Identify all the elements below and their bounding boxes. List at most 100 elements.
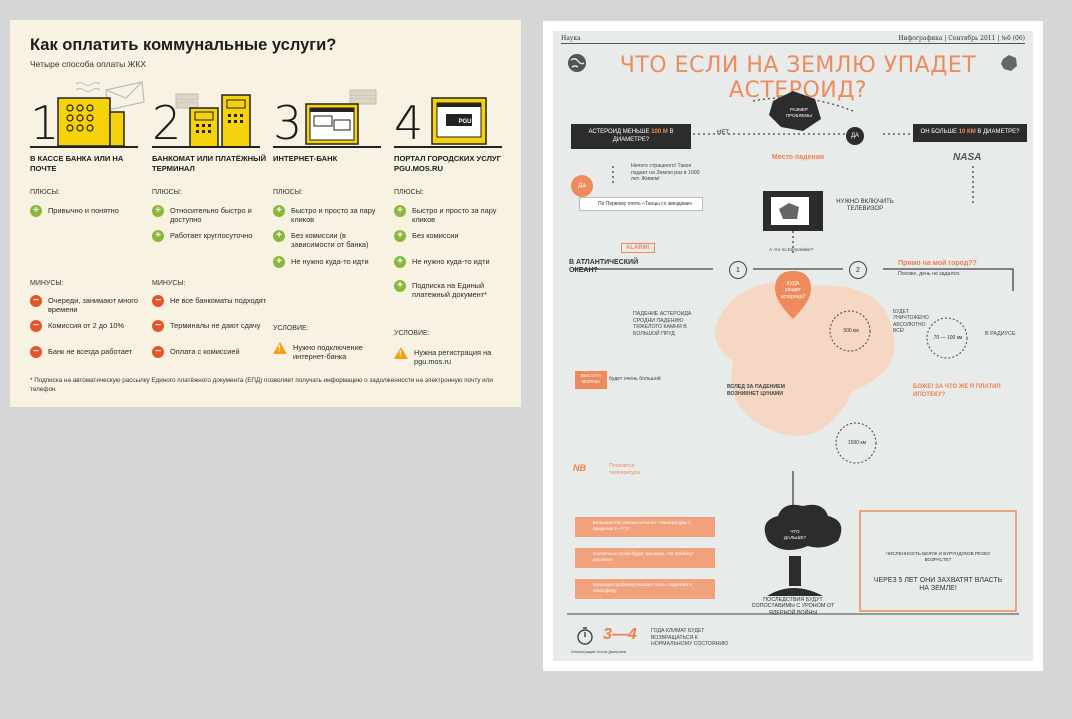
page-subtitle: Четыре способа оплаты ЖКХ: [30, 59, 147, 69]
answer-yes: ДА: [846, 127, 864, 145]
answer-no: НЕТ: [717, 130, 729, 136]
globe-icon: [568, 54, 586, 72]
rock-label: РАЗМЕР ПРОБЛЕМЫ: [785, 107, 813, 118]
question-small-asteroid: АСТЕРОИД МЕНЬШЕ 100 М В ДИАМЕТРЕ?: [571, 124, 691, 149]
plus-icon: +: [152, 230, 164, 242]
channel-note: По Первому опять «Танцы со звездами»: [579, 197, 703, 212]
years-range: 3—4: [603, 626, 637, 643]
plus-icon: +: [30, 205, 42, 217]
plus-icon: +: [394, 256, 406, 268]
minus-item: −Не все банкоматы подходят: [152, 295, 270, 307]
europe-note: А что по Евпопейке?: [769, 247, 814, 252]
mortgage-note: БОЖЕ! ЗА ЧТО ЖЕ Я ПЛАТИЛ ИПОТЕКУ?: [913, 384, 1001, 398]
plus-item: +Без комиссии (в зависимости от банка): [273, 230, 391, 250]
plus-item: +Подписка на Единый платежный документ*: [394, 280, 512, 300]
minus-item: −Очереди, занимают много времени: [30, 295, 148, 315]
branch-1: 1: [729, 261, 747, 279]
question-big-asteroid: ОН БОЛЬШЕ 10 КМ В ДИАМЕТРЕ?: [913, 124, 1027, 142]
method-heading: Портал городских услуг pgu.mos.ru: [394, 154, 501, 173]
plus-icon: +: [273, 256, 285, 268]
asteroid-infographic-card: Наука Инфографика | Сентябрь 2011 | №6 (…: [543, 21, 1043, 671]
destroyed-note: БУДЕТ УНИЧТОЖЕНО АБСОЛЮТНО ВСЁ!: [893, 309, 929, 334]
city-question: Прямо на мой город??: [898, 260, 977, 267]
asteroid-poster: Наука Инфографика | Сентябрь 2011 | №6 (…: [553, 31, 1033, 661]
scary-note: Ничего страшного! Такое падает на Землю …: [631, 163, 700, 182]
cash-desk-icon: [57, 81, 145, 147]
method-number: 4: [394, 96, 424, 150]
effect-bar-2: Солнечных лучей будет так мало, что поги…: [575, 548, 715, 568]
what-next-label: ЧТО ДАЛЬШЕ?: [783, 529, 807, 540]
utilities-infographic-card: Как оплатить коммунальные услуги? Четыре…: [10, 20, 521, 407]
plus-icon: +: [394, 230, 406, 242]
plus-item: +Привычно и понятно: [30, 205, 148, 217]
minus-icon: −: [152, 346, 164, 358]
warning-icon: !: [273, 342, 287, 354]
plus-item: +Быстро и просто за пару кликов: [273, 205, 391, 225]
minus-item: −Терминалы не дают сдачу: [152, 320, 270, 332]
radius-1500: 1500 км: [847, 440, 867, 446]
poster-header-section: Наука: [561, 35, 581, 42]
minus-item: −Комиссия от 2 до 10%: [30, 320, 148, 332]
plus-icon: +: [394, 280, 406, 292]
stopwatch-icon: [577, 627, 593, 645]
minus-icon: −: [152, 295, 164, 307]
divider: [394, 146, 502, 148]
illustration-credit: Иллюстрация: Коста Дмитриев: [571, 650, 626, 654]
nb-mark: NB: [573, 463, 586, 473]
minus-icon: −: [152, 320, 164, 332]
alarm-badge: ALARM!: [621, 243, 655, 253]
plus-item: +Не нужно куда-то идти: [273, 256, 391, 268]
plus-item: +Относительно быстро и доступно: [152, 205, 270, 225]
pluses-label: ПЛЮСЫ:: [152, 189, 182, 196]
wave-height-note: будет очень большой: [609, 376, 661, 382]
tv-note: НУЖНО ВКЛЮЧИТЬ ТЕЛЕВИЗОР: [836, 199, 894, 213]
asteroid-icon: [1001, 55, 1017, 71]
method-number: 1: [30, 96, 60, 150]
minus-icon: −: [30, 320, 42, 332]
minus-icon: −: [30, 295, 42, 307]
nuclear-consequence: ПОСЛЕДСТВИЯ БУДУТ СОПОСТАВИМЫ С УРОНОМ О…: [751, 597, 835, 616]
method-number: 2: [152, 96, 182, 150]
portal-screen-icon: [431, 97, 487, 145]
answer-yes-small: Да: [571, 175, 593, 197]
plus-item: +Работает круглосуточно: [152, 230, 270, 242]
condition-item: !Нужно подключение интернет-банка: [273, 342, 391, 362]
condition-label: УСЛОВИЕ:: [394, 330, 430, 337]
radius-500: 500 км: [843, 328, 859, 334]
method-number: 3: [273, 96, 303, 150]
climate-note: ГОДА КЛИМАТ БУДЕТ ВОЗВРАЩАТЬСЯ К НОРМАЛЬ…: [651, 628, 729, 647]
plus-icon: +: [394, 205, 406, 217]
wave-height-badge: ВЫСОТА ВОЛНЫ: [575, 371, 607, 389]
method-heading: Банкомат или платёжный терминал: [152, 154, 267, 173]
impact-place-label: Место падения: [771, 154, 825, 161]
branch-2: 2: [849, 261, 867, 279]
condition-item: !Нужна регистрация на pgu.mos.ru: [394, 347, 512, 367]
internet-bank-icon: [305, 89, 377, 145]
fall-description: ПАДЕНИЕ АСТЕРОИДА СРОДНИ ПАДЕНИЮ ТЯЖЕЛОГ…: [633, 311, 692, 337]
takeover-note: ЧЕРЕЗ 5 ЛЕТ ОНИ ЗАХВАТЯТ ВЛАСТЬ НА ЗЕМЛЕ…: [873, 577, 1003, 593]
minuses-label: МИНУСЫ:: [30, 280, 64, 287]
where-label: КУДА упадет астероид?: [780, 281, 806, 300]
pluses-label: ПЛЮСЫ:: [273, 189, 303, 196]
minus-item: −Оплата с комиссией: [152, 346, 270, 358]
poster-header-issue: Инфографика | Сентябрь 2011 | №6 (06): [898, 35, 1025, 42]
squirrels-note: ЧИСЛЕННОСТЬ БЕЛОК И БУРУНДУКОВ РЕЗКО ВОЗ…: [886, 551, 990, 562]
divider: [30, 146, 138, 148]
cold-note: Понизится температура: [609, 463, 640, 476]
page-title: Как оплатить коммунальные услуги?: [30, 36, 337, 54]
method-heading: Интернет-банк: [273, 154, 338, 163]
tsunami-note: ВСЛЕД ЗА ПАДЕНИЕМ ВОЗНИКНЕТ ЦУНАМИ: [727, 384, 785, 397]
atlantic-question: В АТЛАНТИЧЕСКИЙ ОКЕАН?: [569, 259, 639, 275]
pluses-label: ПЛЮСЫ:: [30, 189, 60, 196]
plus-item: +Без комиссии: [394, 230, 512, 242]
radius-70-100: 70 — 100 км: [933, 335, 963, 341]
condition-label: УСЛОВИЕ:: [273, 325, 309, 332]
footnote: * Подписка на автоматическую рассылку Ед…: [30, 377, 493, 393]
minus-item: −Банк не всегда работает: [30, 346, 148, 358]
minus-icon: −: [30, 346, 42, 358]
divider: [273, 146, 381, 148]
minuses-label: МИНУСЫ:: [152, 280, 186, 287]
method-heading: В кассе банка или на почте: [30, 154, 124, 173]
effect-bar-3: Большую проблему вызовет пыль, поднятая …: [575, 579, 715, 599]
atm-icon: [175, 93, 251, 148]
